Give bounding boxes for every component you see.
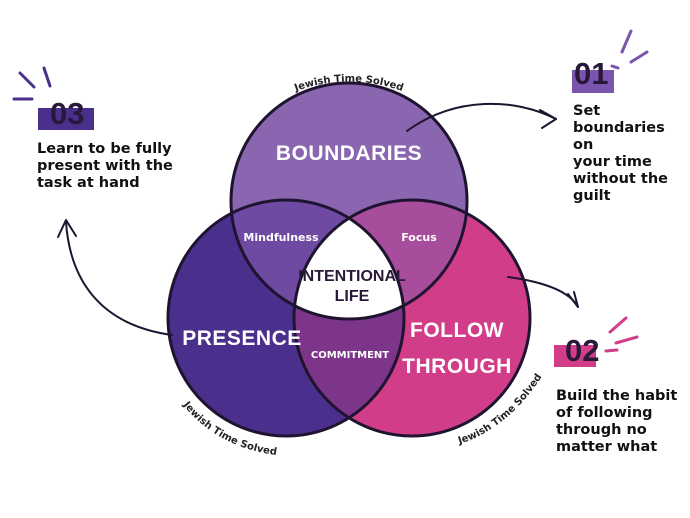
through-label: THROUGH <box>402 355 512 378</box>
step-02-number: 02 <box>565 333 599 368</box>
step-03-badge: 03 <box>38 96 94 131</box>
step-02-text: Build the habit of following through no … <box>556 388 678 455</box>
step-03-number: 03 <box>50 96 84 131</box>
intentional-life-region <box>294 200 404 319</box>
step-03-text: Learn to be fully present with the task … <box>37 141 173 191</box>
arrow-to-step-02 <box>507 276 579 308</box>
sparkle-01-icon <box>610 29 649 70</box>
mindfulness-label: Mindfulness <box>243 231 319 244</box>
commitment-label: COMMITMENT <box>311 350 389 361</box>
life-label: LIFE <box>335 288 370 305</box>
boundaries-label: BOUNDARIES <box>276 142 422 165</box>
sparkle-02-icon <box>604 316 639 353</box>
arrow-to-step-01 <box>406 102 557 132</box>
focus-label: Focus <box>401 231 437 244</box>
presence-label: PRESENCE <box>182 327 302 350</box>
step-02-badge: 02 <box>554 333 599 368</box>
step-01-text: Set boundaries on your time without the … <box>573 103 668 204</box>
sparkle-03-icon <box>12 66 52 101</box>
circle-outlines <box>166 81 532 438</box>
intentional-label: INTENTIONAL <box>298 268 406 285</box>
follow-label: FOLLOW <box>410 319 504 342</box>
step-01-badge: 01 <box>572 56 614 93</box>
arrow-to-step-03 <box>57 219 173 336</box>
step-01-number: 01 <box>574 56 608 91</box>
